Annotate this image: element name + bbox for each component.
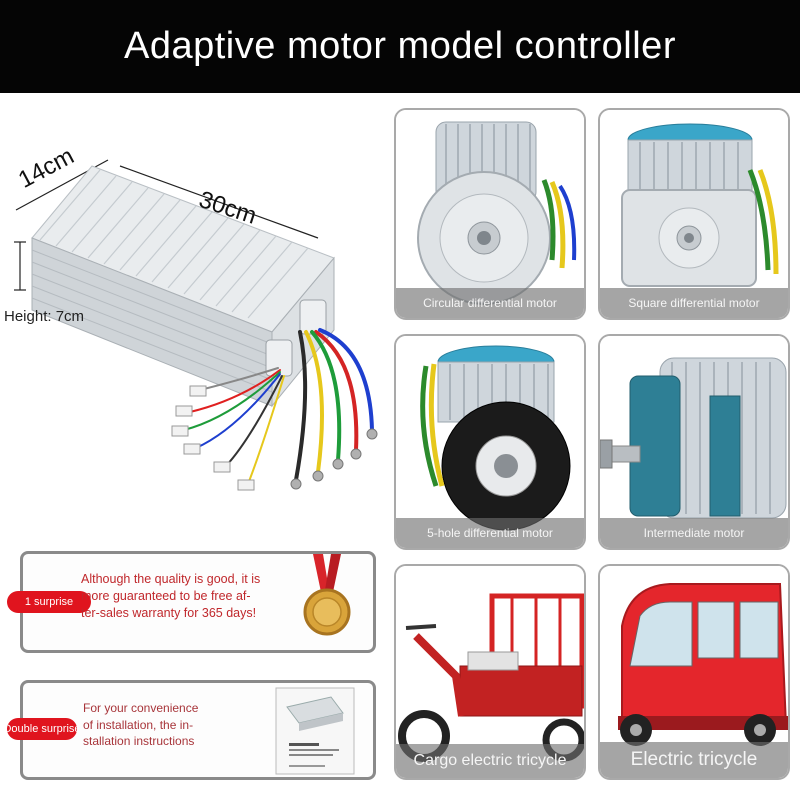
- page-header: Adaptive motor model controller: [0, 0, 800, 93]
- instruction-manual-image: [275, 687, 355, 775]
- five-hole-motor-image: [396, 336, 584, 548]
- warranty-text: Although the quality is good, it is more…: [81, 571, 291, 622]
- surprise-panel-warranty: 1 surprise Although the quality is good,…: [7, 551, 376, 653]
- intermediate-motor-image: [600, 336, 788, 548]
- instructions-text-line: stallation instructions: [83, 734, 195, 748]
- vehicle-card-cargo-tricycle[interactable]: Cargo electric tricycle: [394, 564, 586, 780]
- vehicle-caption-electric: Electric tricycle: [600, 742, 788, 778]
- motor-caption-circular: Circular differential motor: [396, 288, 584, 318]
- warranty-text-line: ter-sales warranty for 365 days!: [81, 606, 257, 620]
- motor-card-intermediate[interactable]: Intermediate motor: [598, 334, 790, 550]
- controller-product-area: 14cm 30cm Height: 7cm: [0, 100, 390, 520]
- motor-card-square[interactable]: Square differential motor: [598, 108, 790, 320]
- controller-illustration: [14, 159, 378, 491]
- motor-card-circular[interactable]: Circular differential motor: [394, 108, 586, 320]
- surprise-panel-instructions: Double surprise For your convenience of …: [7, 680, 376, 780]
- motor-card-5-hole[interactable]: 5-hole differential motor: [394, 334, 586, 550]
- square-motor-image: [600, 110, 788, 318]
- instructions-text-line: For your convenience: [83, 701, 199, 715]
- surprise-badge-2: Double surprise: [7, 718, 77, 740]
- vehicle-card-electric-tricycle[interactable]: Electric tricycle: [598, 564, 790, 780]
- warranty-text-line: more guaranteed to be free af-: [81, 589, 251, 603]
- instructions-text-line: of installation, the in-: [83, 717, 194, 732]
- motor-caption-5-hole: 5-hole differential motor: [396, 518, 584, 548]
- motor-caption-intermediate: Intermediate motor: [600, 518, 788, 548]
- surprise-badge-1: 1 surprise: [7, 591, 91, 613]
- circular-motor-image: [396, 110, 584, 318]
- instructions-text: For your convenience of installation, th…: [83, 700, 233, 750]
- gold-medal-icon: [303, 554, 351, 636]
- motor-caption-square: Square differential motor: [600, 288, 788, 318]
- vehicle-caption-cargo: Cargo electric tricycle: [396, 744, 584, 778]
- controller-height-label: Height: 7cm: [4, 308, 85, 325]
- warranty-text-line: Although the quality is good, it is: [81, 572, 261, 586]
- page-title: Adaptive motor model controller: [124, 25, 676, 67]
